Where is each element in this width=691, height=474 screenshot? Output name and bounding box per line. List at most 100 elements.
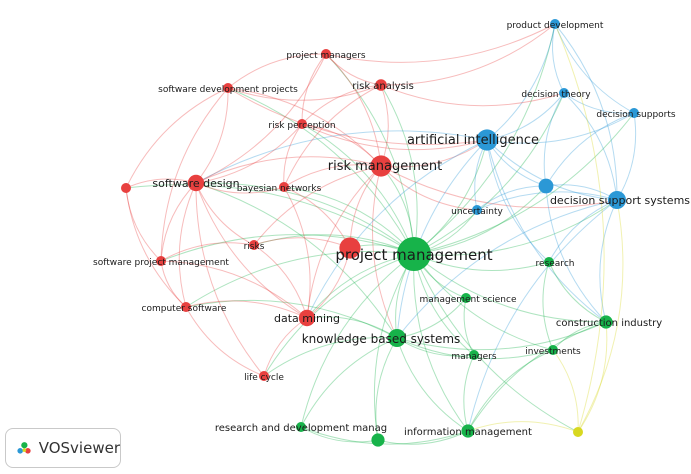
node-label-ra[interactable]: risk analysis: [352, 81, 414, 92]
link-ms-mgr: [463, 297, 475, 356]
node-label-dsup[interactable]: decision supports: [596, 110, 676, 120]
node-ai[interactable]: [476, 129, 498, 151]
link-dm-cs: [185, 300, 308, 319]
link-sd-dm: [195, 182, 308, 319]
node-blue_unl[interactable]: [538, 178, 554, 194]
node-label-mgr[interactable]: managers: [451, 352, 496, 362]
link-sd-rp: [195, 123, 303, 184]
link-pm-pmr: [325, 53, 415, 255]
link-rm-red_big: [349, 165, 382, 249]
node-risks[interactable]: [249, 240, 259, 250]
link-kbs-ci: [396, 321, 607, 351]
link-yel-inv: [552, 349, 579, 433]
link-sd-sdp: [195, 87, 229, 184]
node-dt[interactable]: [559, 88, 569, 98]
node-cs[interactable]: [181, 302, 191, 312]
node-rm[interactable]: [370, 155, 392, 177]
link-rm-kbs: [371, 165, 398, 339]
link-yel-dss: [577, 199, 624, 433]
node-label-cs[interactable]: computer software: [142, 304, 227, 314]
node-pm[interactable]: [397, 237, 431, 271]
vosviewer-badge[interactable]: VOSviewer: [5, 428, 121, 468]
link-pm-bn: [283, 186, 415, 255]
link-dm-bn: [283, 186, 311, 319]
node-label-dt[interactable]: decision theory: [521, 90, 591, 100]
node-rdm[interactable]: [296, 422, 306, 432]
node-dsup[interactable]: [629, 108, 639, 118]
node-red_unl[interactable]: [121, 183, 131, 193]
link-pmr-ra: [325, 53, 382, 86]
node-label-bn[interactable]: bayesian networks: [237, 184, 322, 194]
node-green_unl[interactable]: [371, 433, 385, 447]
node-label-spm[interactable]: software project management: [93, 258, 229, 268]
node-label-dss[interactable]: decision support systems: [550, 194, 690, 207]
node-ms[interactable]: [461, 293, 471, 303]
node-inv[interactable]: [548, 345, 558, 355]
node-ra[interactable]: [375, 79, 387, 91]
link-dsup-blue_unl: [545, 112, 635, 187]
node-im[interactable]: [461, 424, 475, 438]
link-pmr-pd: [325, 23, 556, 63]
link-sd-cs: [178, 182, 197, 308]
node-red_big[interactable]: [339, 237, 361, 259]
link-rp-ai: [301, 123, 488, 151]
node-label-rm[interactable]: risk management: [328, 159, 442, 174]
node-label-ai[interactable]: artificial intelligence: [407, 133, 539, 148]
node-lc[interactable]: [259, 371, 269, 381]
link-kbs-lc: [263, 337, 398, 377]
node-label-sdp[interactable]: software development projects: [158, 85, 298, 95]
link-dss-pd: [554, 23, 618, 201]
link-rm-pmr: [325, 53, 382, 167]
link-pm-ra: [380, 84, 418, 255]
node-sdp[interactable]: [223, 83, 233, 93]
node-label-inv[interactable]: investments: [525, 347, 581, 357]
node-dss[interactable]: [608, 191, 626, 209]
node-pmr[interactable]: [321, 49, 331, 59]
link-rm-dss: [380, 165, 618, 209]
node-label-lc[interactable]: life cycle: [244, 373, 284, 383]
link-pd-dt: [551, 23, 565, 94]
node-pd[interactable]: [550, 19, 560, 29]
link-dss-dt: [563, 92, 618, 201]
node-rp[interactable]: [297, 119, 307, 129]
node-res[interactable]: [544, 257, 554, 267]
node-label-pmr[interactable]: project managers: [286, 51, 366, 61]
link-ra-bn: [283, 84, 382, 188]
node-ci[interactable]: [599, 315, 613, 329]
node-kbs[interactable]: [388, 329, 406, 347]
link-dss-dsup: [616, 112, 637, 201]
link-sdp-spm: [160, 87, 229, 262]
node-label-pm[interactable]: project management: [335, 246, 492, 264]
link-dm-spm: [160, 260, 308, 319]
link-dss-kbs: [396, 199, 618, 339]
link-kbs-im: [396, 337, 469, 432]
link-pm-sdp: [227, 87, 415, 255]
node-spm[interactable]: [156, 256, 166, 266]
link-rp-bn: [283, 123, 303, 188]
node-label-dm[interactable]: data mining: [274, 312, 340, 325]
link-res-inv: [542, 261, 554, 351]
node-label-rdm[interactable]: research and development manag: [215, 423, 387, 434]
link-pm-risks: [253, 234, 415, 255]
node-label-ci[interactable]: construction industry: [556, 318, 662, 329]
node-label-im[interactable]: information management: [404, 427, 532, 438]
node-label-res[interactable]: research: [536, 259, 575, 269]
brand-label: VOSviewer: [38, 439, 120, 457]
node-label-kbs[interactable]: knowledge based systems: [302, 332, 461, 346]
node-sd[interactable]: [187, 174, 205, 192]
node-yel[interactable]: [573, 427, 583, 437]
node-label-sd[interactable]: software design: [152, 177, 239, 190]
node-unc[interactable]: [472, 205, 482, 215]
link-pmr-sdp: [227, 53, 327, 89]
node-mgr[interactable]: [469, 350, 479, 360]
node-label-risks[interactable]: risks: [244, 242, 265, 252]
node-bn[interactable]: [279, 182, 289, 192]
node-label-unc[interactable]: uncertainty: [451, 207, 503, 217]
node-label-rp[interactable]: risk perception: [268, 121, 335, 131]
node-dm[interactable]: [298, 309, 316, 327]
node-label-ms[interactable]: management science: [419, 295, 516, 305]
node-label-pd[interactable]: product development: [507, 21, 604, 31]
link-ra-rp: [301, 84, 382, 125]
link-sd-pmr: [195, 53, 327, 184]
